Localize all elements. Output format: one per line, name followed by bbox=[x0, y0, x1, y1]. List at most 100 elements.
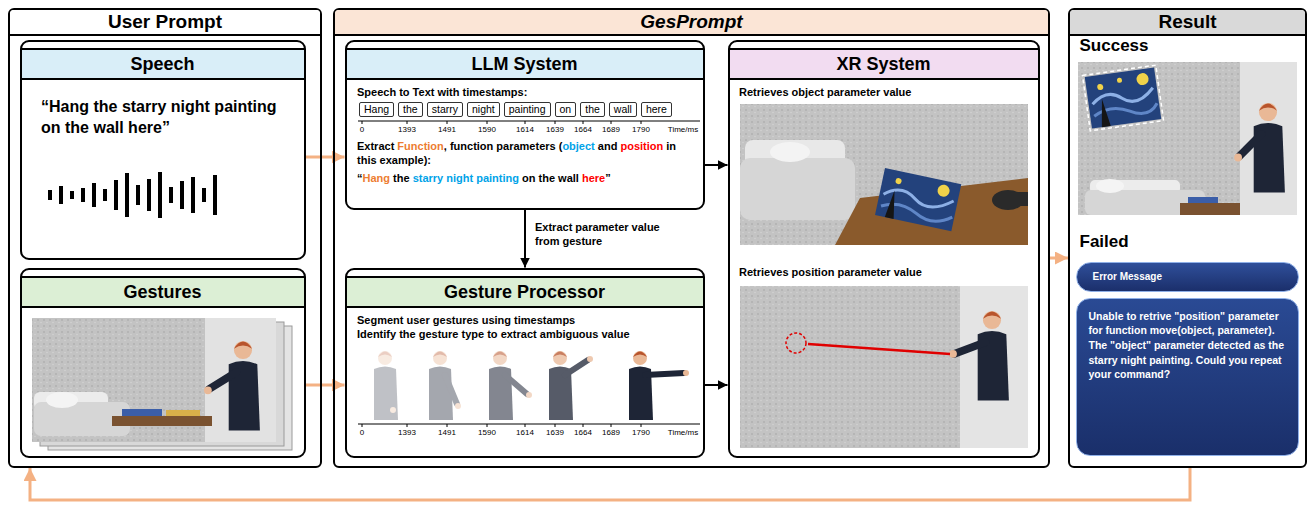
gesture-sequence bbox=[390, 407, 396, 413]
gesture-sequence bbox=[374, 351, 398, 420]
body-text: Identify the gesture type to extract amb… bbox=[357, 327, 697, 341]
speech-waveform bbox=[114, 180, 118, 210]
error-title: Error Message bbox=[1076, 262, 1299, 292]
body-text: , function parameters ( bbox=[444, 140, 563, 152]
gesture-sequence bbox=[553, 352, 567, 358]
speech-waveform bbox=[191, 177, 195, 213]
body-text: Success bbox=[1080, 36, 1230, 56]
body-text: Retrieves object parameter value bbox=[739, 85, 1019, 99]
gesture-sequence bbox=[433, 351, 447, 365]
success-scene bbox=[1096, 179, 1124, 193]
flow-arrow bbox=[306, 384, 345, 387]
axis-label: 1639 bbox=[538, 125, 572, 135]
gesture-video-frames bbox=[204, 341, 260, 431]
success-scene bbox=[1234, 154, 1242, 162]
timeline-axis bbox=[555, 121, 556, 124]
input-box: Gestures bbox=[20, 268, 306, 458]
word-chip: night bbox=[467, 102, 500, 117]
body-text: position bbox=[620, 140, 663, 152]
success-scene bbox=[1091, 88, 1154, 107]
gesture-sequence bbox=[633, 351, 647, 365]
word-chip: the bbox=[580, 102, 605, 117]
gesture-sequence bbox=[629, 351, 689, 420]
speech-waveform bbox=[202, 188, 206, 202]
speech-waveform bbox=[180, 181, 184, 209]
timeline-axis bbox=[362, 424, 363, 427]
gesture-sequence bbox=[565, 360, 588, 375]
axis-label: 1491 bbox=[430, 428, 464, 438]
section-heading: Gesture Processor bbox=[347, 276, 703, 308]
speech-waveform bbox=[81, 188, 85, 202]
timeline-axis bbox=[362, 121, 363, 124]
position-retrieval-scene bbox=[983, 312, 1001, 319]
module-box: XR SystemRetrieves object parameter valu… bbox=[728, 40, 1040, 458]
object-retrieval-scene bbox=[740, 158, 855, 220]
gesture-sequence bbox=[378, 351, 392, 365]
body-text: Speech to Text with timestamps: bbox=[357, 85, 687, 99]
timeline-axis bbox=[487, 121, 488, 124]
timeline-axis bbox=[641, 424, 642, 427]
success-scene bbox=[1234, 103, 1285, 193]
word-chip: wall bbox=[609, 102, 637, 117]
speech-waveform bbox=[59, 186, 63, 204]
timeline-axis bbox=[358, 424, 700, 425]
box-label: the bbox=[399, 103, 422, 116]
body-text: “Hang the starry night painting on the w… bbox=[41, 97, 291, 139]
body-text: starry night painting bbox=[413, 172, 519, 184]
success-scene bbox=[1082, 65, 1163, 131]
word-chip: on bbox=[555, 102, 577, 117]
success-scene bbox=[1082, 65, 1163, 131]
word-chip: Hang bbox=[359, 102, 394, 117]
position-retrieval-scene bbox=[949, 350, 957, 358]
flow-arrow bbox=[524, 210, 526, 268]
object-retrieval-scene bbox=[875, 168, 961, 231]
axis-label: 1664 bbox=[566, 428, 600, 438]
gesture-sequence bbox=[390, 375, 393, 408]
input-box: Speech“Hang the starry night painting on… bbox=[20, 40, 306, 260]
success-scene bbox=[1078, 62, 1297, 215]
box-label: Unable to retrive "position" parameter f… bbox=[1077, 299, 1298, 392]
section-heading: Result bbox=[1070, 10, 1305, 36]
module-box: HangthestarrynightpaintingonthewallhereE… bbox=[345, 40, 705, 210]
body-text: Hang bbox=[363, 172, 391, 184]
speech-waveform bbox=[70, 191, 74, 199]
success-scene bbox=[1259, 103, 1277, 121]
gesture-video-frames bbox=[122, 409, 162, 416]
text-line: Extract Function, function parameters (o… bbox=[357, 139, 697, 168]
gesture-video-frames bbox=[112, 416, 212, 426]
timeline-axis bbox=[641, 121, 642, 124]
gesture-video-frames bbox=[205, 318, 276, 442]
input-panel: Speech“Hang the starry night painting on… bbox=[8, 8, 322, 468]
box-label: here bbox=[642, 103, 671, 116]
position-retrieval-scene bbox=[740, 286, 960, 448]
timeline-axis bbox=[583, 424, 584, 427]
box-label: wall bbox=[610, 103, 636, 116]
position-retrieval-scene bbox=[740, 286, 1028, 448]
flow-arrow bbox=[705, 164, 728, 166]
gesture-sequence bbox=[429, 351, 461, 420]
success-scene bbox=[1117, 77, 1123, 83]
body-text: Function bbox=[397, 140, 443, 152]
box-label: on bbox=[556, 103, 576, 116]
gesture-video-frames bbox=[32, 318, 292, 450]
object-retrieval-scene bbox=[1012, 192, 1028, 206]
body-text: on the wall bbox=[522, 172, 579, 184]
box-label: starry bbox=[428, 103, 462, 116]
gesture-sequence bbox=[378, 352, 392, 358]
success-scene bbox=[1085, 67, 1162, 128]
box-label: Hang bbox=[360, 103, 393, 116]
object-retrieval-scene bbox=[740, 104, 1028, 245]
gesture-video-frames bbox=[209, 372, 236, 389]
gesture-sequence bbox=[433, 352, 447, 358]
gesture-sequence bbox=[549, 351, 593, 420]
success-scene bbox=[1239, 134, 1261, 156]
word-chip: the bbox=[398, 102, 423, 117]
timeline-axis bbox=[611, 424, 612, 427]
timeline-axis bbox=[407, 424, 408, 427]
axis-label: 0 bbox=[345, 125, 379, 135]
timeline-axis bbox=[555, 424, 556, 427]
axis-label: 1689 bbox=[594, 125, 628, 135]
section-heading: Gestures bbox=[22, 276, 304, 308]
gesture-video-frames bbox=[234, 342, 252, 349]
gesture-sequence bbox=[489, 367, 513, 421]
